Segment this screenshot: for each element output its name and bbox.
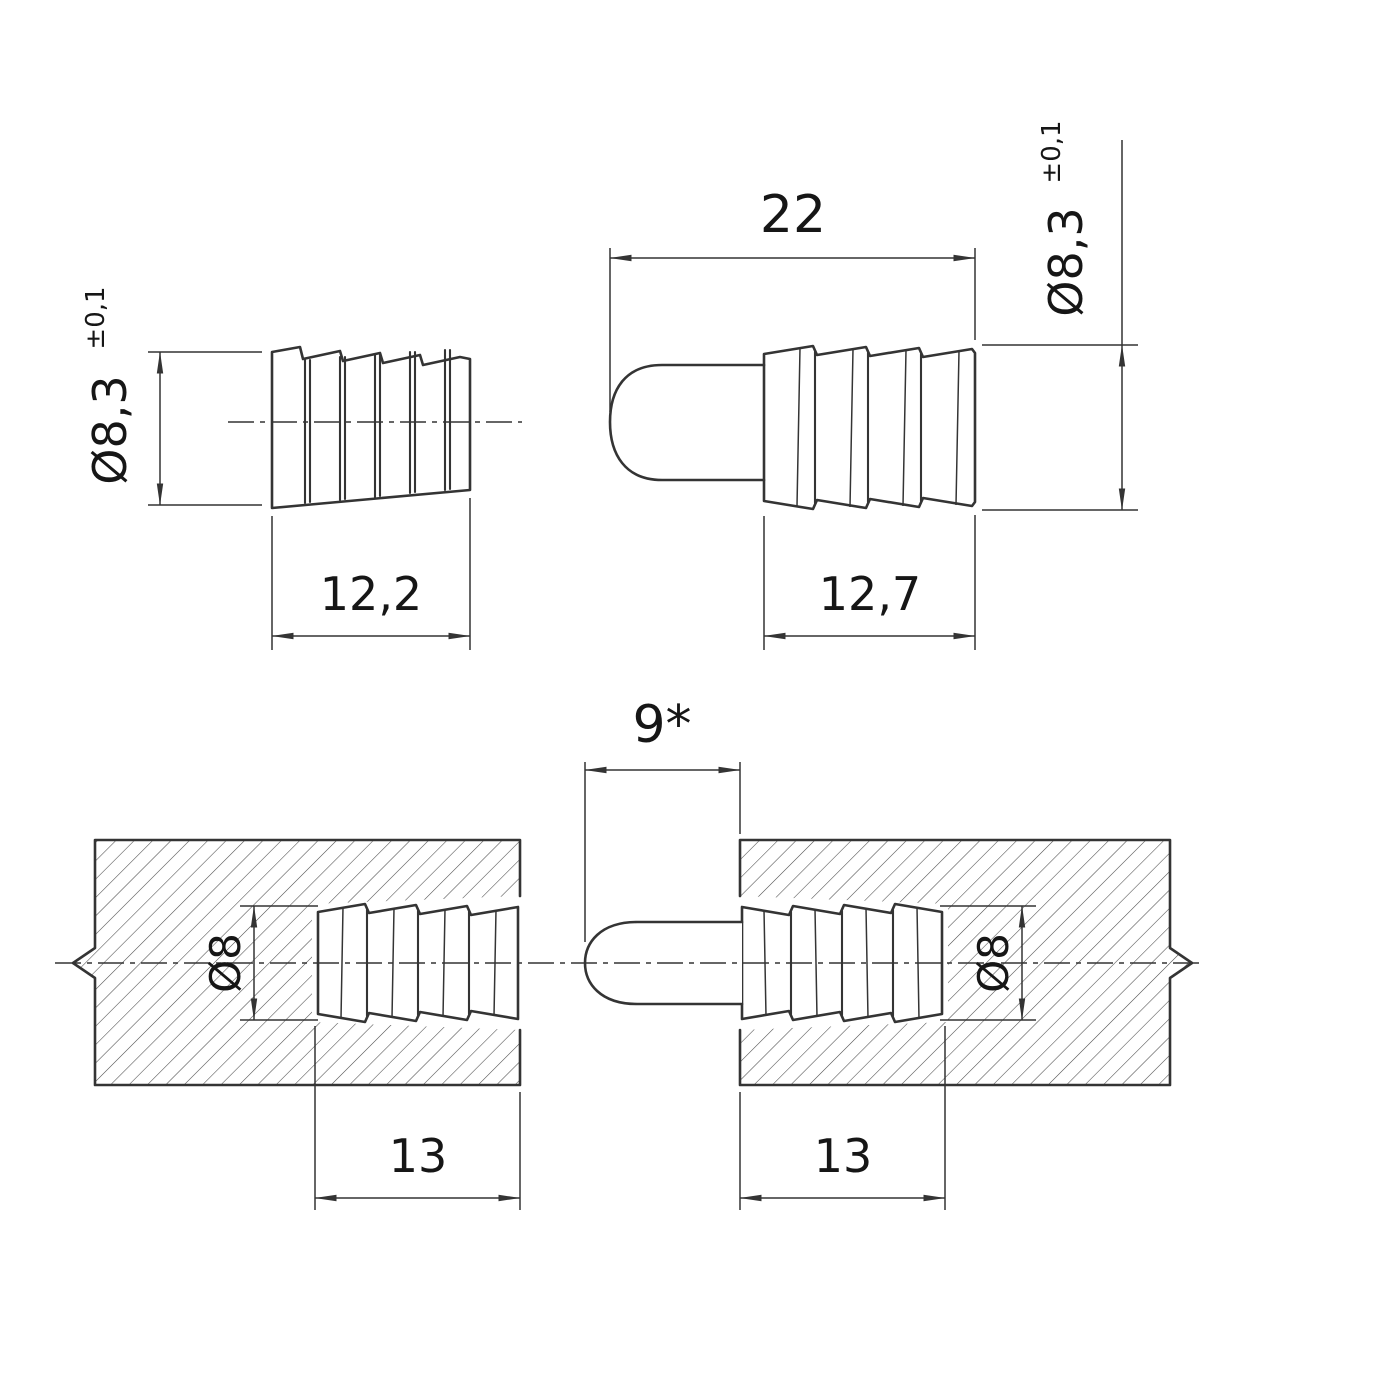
view-assembly-section — [55, 838, 1200, 1087]
dowel-ribbed-length-label: 12,7 — [819, 567, 921, 621]
dimension-labels: Ø8,3 ±0,1 12,2 22 Ø8,3 ±0,1 12,7 9* Ø8 Ø… — [81, 120, 1093, 1183]
dim-dowel-ribbed-length — [763, 515, 976, 650]
dim-right-hole-depth — [739, 1026, 946, 1210]
sleeve-length-label: 12,2 — [320, 567, 422, 621]
dim-sleeve-length — [271, 498, 471, 650]
dowel-total-length-label: 22 — [760, 185, 826, 245]
dowel-diameter-label: Ø8,3 — [1039, 207, 1093, 316]
sleeve-diameter-tolerance-label: ±0,1 — [81, 286, 111, 349]
left-hole-diameter-label: Ø8 — [201, 933, 250, 993]
dim-protrusion-gap — [584, 762, 741, 942]
dowel-rib-boundaries — [813, 350, 923, 505]
sleeve-diameter-label: Ø8,3 — [83, 375, 137, 484]
sleeve-outline — [270, 345, 472, 510]
view-dowel-side — [608, 344, 977, 511]
dowel-shaft-outline — [608, 363, 766, 482]
dowel-ribbed-outline — [762, 344, 977, 511]
dim-left-hole-depth — [314, 1026, 521, 1210]
right-hole-diameter-label: Ø8 — [969, 933, 1018, 993]
left-hole-depth-label: 13 — [389, 1129, 448, 1183]
part-geometry — [55, 344, 1200, 1087]
protrusion-gap-label: 9* — [632, 695, 691, 755]
dowel-diameter-tolerance-label: ±0,1 — [1037, 120, 1067, 183]
dim-right-hole-diameter — [940, 905, 1036, 1021]
dowel-rib-texture — [796, 347, 960, 508]
dim-left-hole-diameter — [240, 905, 318, 1021]
right-hole-depth-label: 13 — [814, 1129, 873, 1183]
dim-dowel-diameter — [982, 140, 1138, 511]
dim-dowel-total-length — [609, 248, 976, 412]
dimensions — [148, 140, 1138, 1210]
dim-sleeve-diameter — [148, 351, 262, 506]
view-sleeve-front — [228, 345, 522, 510]
sleeve-rib-lines — [303, 348, 452, 505]
